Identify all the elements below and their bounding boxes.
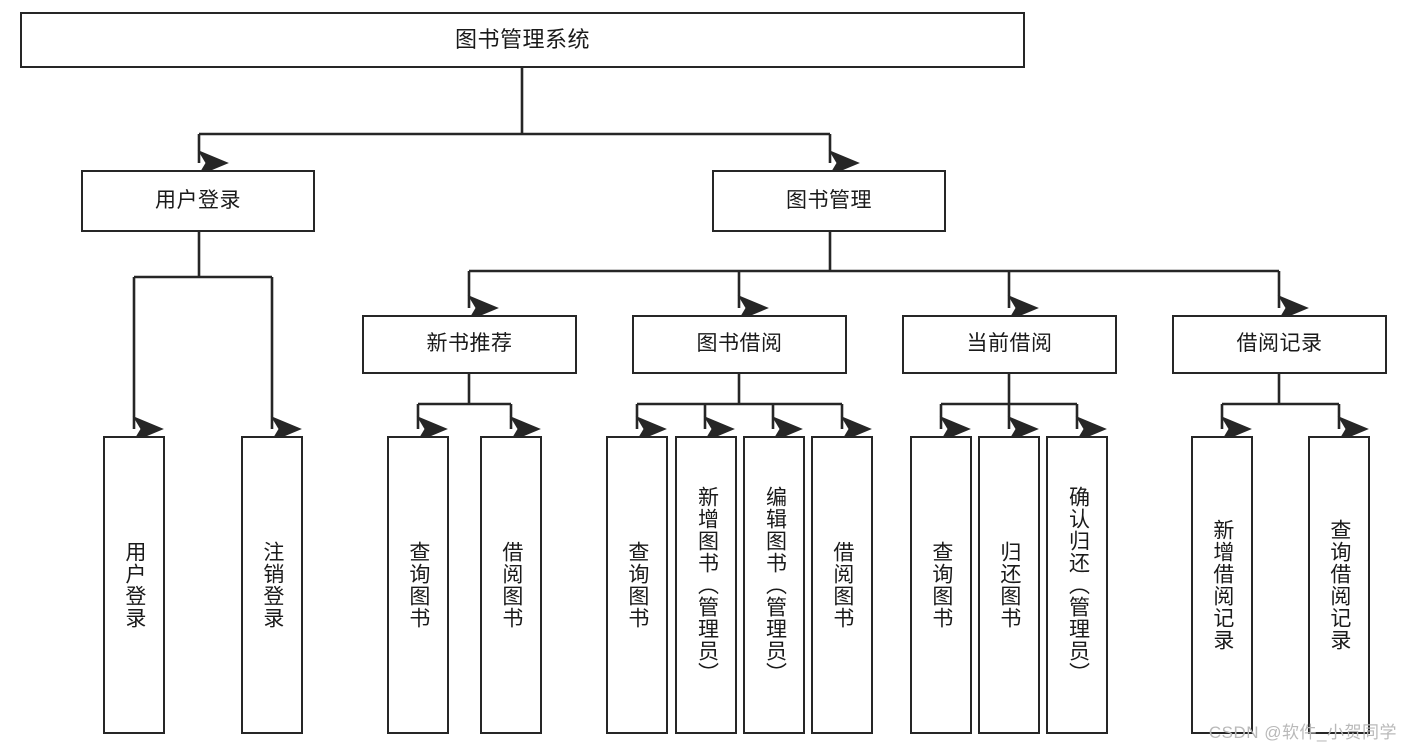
leaf-label: 查询图书 [625,541,649,629]
node-leaf-borrow-book-1[interactable]: 借阅图书 [480,436,542,734]
leaf-label: 借阅图书 [499,541,523,629]
node-leaf-user-login[interactable]: 用户登录 [103,436,165,734]
node-leaf-add-record[interactable]: 新增借阅记录 [1191,436,1253,734]
node-root-system[interactable]: 图书管理系统 [20,12,1025,68]
leaf-label: 编辑图书（管理员） [763,486,787,684]
leaf-label: 用户登录 [122,541,146,629]
csdn-watermark: CSDN @软件_小贺同学 [1208,723,1397,742]
node-leaf-query-record[interactable]: 查询借阅记录 [1308,436,1370,734]
node-new-book-recommend[interactable]: 新书推荐 [362,315,577,374]
node-current-borrow[interactable]: 当前借阅 [902,315,1117,374]
node-leaf-confirm-return[interactable]: 确认归还（管理员） [1046,436,1108,734]
node-book-manage[interactable]: 图书管理 [712,170,946,232]
node-leaf-edit-book[interactable]: 编辑图书（管理员） [743,436,805,734]
node-leaf-logout-login[interactable]: 注销登录 [241,436,303,734]
leaf-label: 借阅图书 [830,541,854,629]
leaf-label: 注销登录 [260,541,284,629]
leaf-label: 归还图书 [997,541,1021,629]
node-leaf-return-book[interactable]: 归还图书 [978,436,1040,734]
node-leaf-query-book-2[interactable]: 查询图书 [606,436,668,734]
leaf-label: 确认归还（管理员） [1066,486,1090,684]
leaf-label: 新增图书（管理员） [695,486,719,684]
leaf-label: 查询借阅记录 [1327,519,1351,651]
node-leaf-add-book[interactable]: 新增图书（管理员） [675,436,737,734]
leaf-label: 查询图书 [929,541,953,629]
leaf-label: 新增借阅记录 [1210,519,1234,651]
node-leaf-borrow-book-2[interactable]: 借阅图书 [811,436,873,734]
leaf-label: 查询图书 [406,541,430,629]
node-book-borrow[interactable]: 图书借阅 [632,315,847,374]
node-borrow-record[interactable]: 借阅记录 [1172,315,1387,374]
node-leaf-query-book-3[interactable]: 查询图书 [910,436,972,734]
node-user-login[interactable]: 用户登录 [81,170,315,232]
node-leaf-query-book-1[interactable]: 查询图书 [387,436,449,734]
